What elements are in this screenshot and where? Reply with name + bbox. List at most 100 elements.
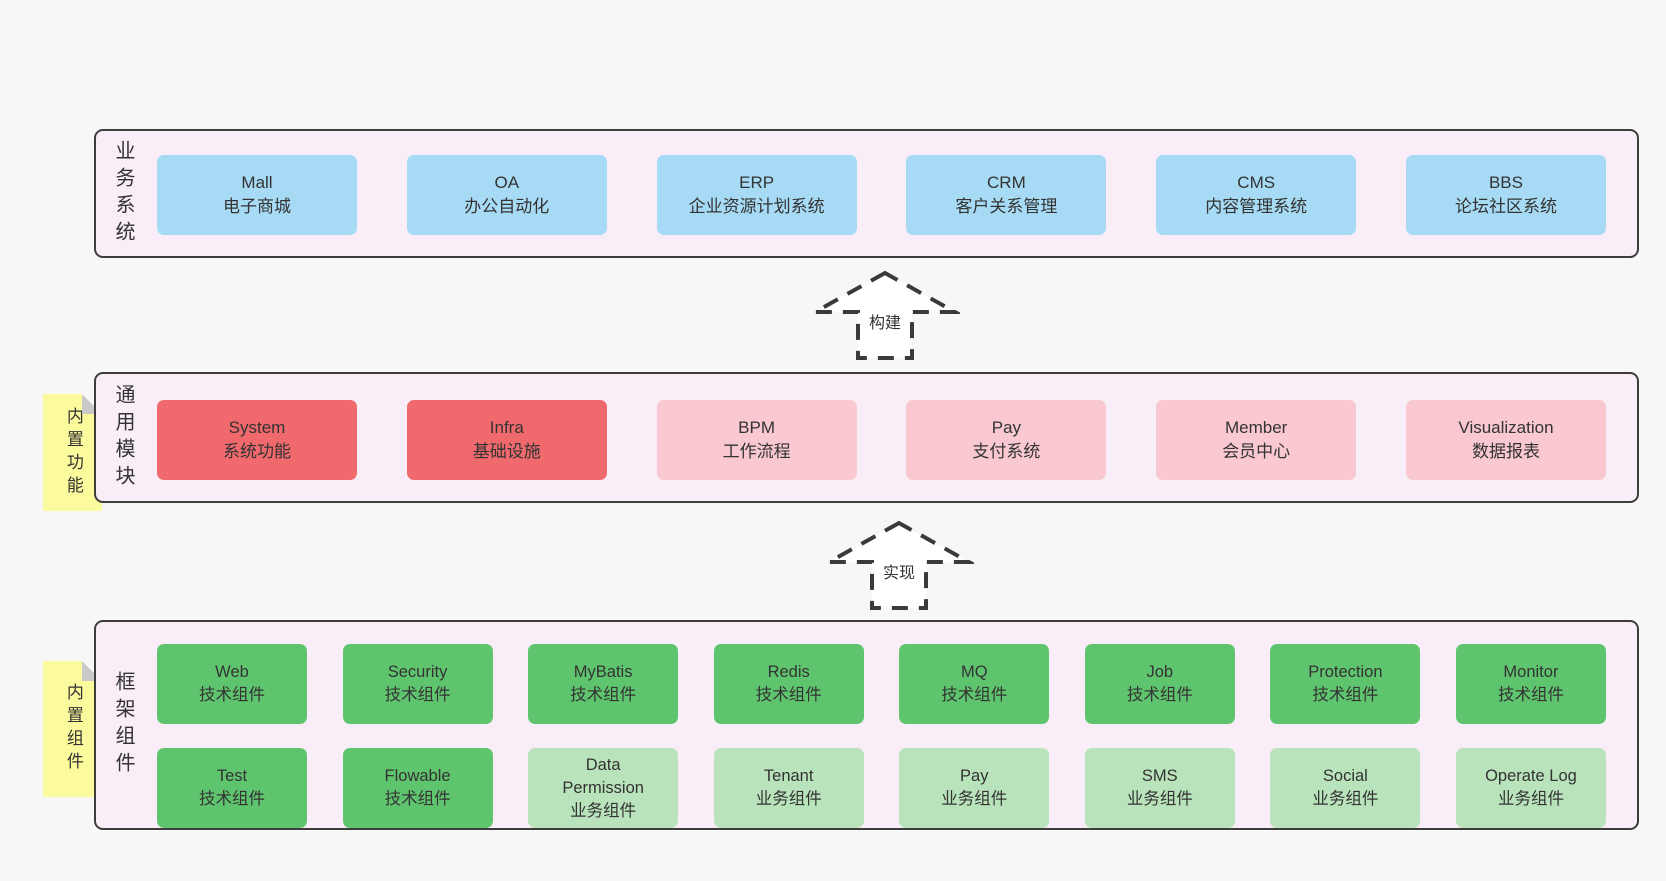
layer-common-modules-label: 通用模块 [112, 374, 134, 501]
box-title: OA [494, 173, 520, 192]
box-title: System [228, 418, 286, 437]
box-title: Social [1322, 767, 1368, 785]
box-subtitle: 技术组件 [755, 686, 822, 704]
arrow-implement: 实现 [824, 520, 974, 612]
box-subtitle: 技术组件 [1312, 686, 1379, 704]
box-tenant: Tenant 业务组件 [713, 748, 864, 828]
box-title: Monitor [1503, 663, 1559, 681]
box-title: Pay [960, 767, 989, 785]
box-monitor: Monitor 技术组件 [1455, 644, 1606, 724]
box-title: Protection [1308, 663, 1383, 681]
box-flowable: Flowable 技术组件 [342, 748, 493, 828]
box-sms: SMS 业务组件 [1084, 748, 1235, 828]
box-subtitle: 内容管理系统 [1205, 197, 1308, 216]
box-title: Visualization [1458, 418, 1554, 437]
layer-label-text: 通用模块 [112, 383, 134, 492]
box-subtitle: 客户关系管理 [955, 197, 1058, 216]
box-title: Operate Log [1485, 767, 1577, 785]
box-test: Test 技术组件 [157, 748, 307, 828]
box-social: Social 业务组件 [1270, 748, 1421, 828]
layer-label-text: 框架组件 [112, 671, 134, 779]
box-title: MyBatis [573, 663, 633, 681]
box-subtitle: 支付系统 [972, 442, 1041, 461]
box-protection: Protection 技术组件 [1270, 644, 1421, 724]
box-title: Pay [991, 418, 1022, 437]
common-modules-row: System 系统功能 Infra 基础设施 BPM 工作流程 Pay 支付系统… [157, 400, 1606, 480]
box-subtitle: 技术组件 [1497, 686, 1564, 704]
sticky-note-label: 内置功能 [63, 406, 83, 499]
box-subtitle: 技术组件 [570, 686, 637, 704]
box-subtitle: 业务组件 [755, 790, 822, 808]
box-title: Flowable [384, 767, 451, 785]
box-title: BPM [738, 418, 776, 437]
box-title: Member [1225, 418, 1288, 437]
arrow-implement-label: 实现 [877, 558, 921, 584]
box-web: Web 技术组件 [157, 644, 307, 724]
box-subtitle: 技术组件 [941, 686, 1008, 704]
box-subtitle: 技术组件 [384, 686, 451, 704]
box-data-permission: Data Permission 业务组件 [528, 748, 679, 828]
layer-common-modules: 通用模块 System 系统功能 Infra 基础设施 BPM 工作流程 Pay… [94, 372, 1639, 503]
box-title: Data Permission [562, 755, 644, 797]
box-title: Mall [241, 173, 273, 192]
box-erp: ERP 企业资源计划系统 [656, 155, 857, 235]
box-title: Test [216, 767, 248, 785]
box-title: Job [1146, 663, 1174, 681]
box-operate-log: Operate Log 业务组件 [1455, 748, 1606, 828]
box-job: Job 技术组件 [1084, 644, 1235, 724]
framework-components-row-2: Test 技术组件 Flowable 技术组件 Data Permission … [157, 748, 1606, 828]
business-systems-row: Mall 电子商城 OA 办公自动化 ERP 企业资源计划系统 CRM 客户关系… [157, 155, 1606, 235]
box-title: ERP [739, 173, 775, 192]
box-subtitle: 业务组件 [570, 801, 637, 820]
layer-framework-components-label: 框架组件 [112, 622, 134, 828]
box-title: Security [387, 663, 448, 681]
sticky-note-label: 内置组件 [63, 683, 83, 775]
box-title: MQ [960, 663, 988, 681]
box-title: BBS [1488, 173, 1523, 192]
box-redis: Redis 技术组件 [713, 644, 864, 724]
box-pay-component: Pay 业务组件 [899, 748, 1050, 828]
box-title: CRM [987, 173, 1026, 192]
box-title: Infra [489, 418, 524, 437]
box-bbs: BBS 论坛社区系统 [1405, 155, 1606, 235]
box-mybatis: MyBatis 技术组件 [528, 644, 679, 724]
box-pay-module: Pay 支付系统 [906, 400, 1107, 480]
box-subtitle: 技术组件 [199, 790, 265, 808]
layer-business-systems: 业务系统 Mall 电子商城 OA 办公自动化 ERP 企业资源计划系统 CRM… [94, 129, 1639, 258]
box-oa: OA 办公自动化 [406, 155, 607, 235]
box-security: Security 技术组件 [342, 644, 493, 724]
box-crm: CRM 客户关系管理 [906, 155, 1107, 235]
box-system: System 系统功能 [157, 400, 357, 480]
framework-components-row-1: Web 技术组件 Security 技术组件 MyBatis 技术组件 Redi… [157, 644, 1606, 724]
box-subtitle: 技术组件 [199, 686, 265, 704]
box-subtitle: 论坛社区系统 [1454, 197, 1557, 216]
box-cms: CMS 内容管理系统 [1156, 155, 1357, 235]
box-mq: MQ 技术组件 [899, 644, 1050, 724]
box-subtitle: 会员中心 [1222, 442, 1291, 461]
box-bpm: BPM 工作流程 [656, 400, 857, 480]
box-title: Tenant [763, 767, 814, 785]
layer-label-text: 业务系统 [112, 139, 134, 248]
arrow-build: 构建 [810, 270, 960, 362]
box-title: Redis [767, 663, 810, 681]
box-subtitle: 业务组件 [941, 790, 1008, 808]
box-subtitle: 技术组件 [384, 790, 451, 808]
box-visualization: Visualization 数据报表 [1405, 400, 1606, 480]
box-subtitle: 业务组件 [1497, 790, 1564, 808]
box-subtitle: 电子商城 [223, 197, 291, 216]
box-infra: Infra 基础设施 [406, 400, 607, 480]
layer-business-systems-label: 业务系统 [112, 131, 134, 256]
box-subtitle: 系统功能 [223, 442, 291, 461]
box-title: Web [215, 663, 249, 681]
box-subtitle: 业务组件 [1312, 790, 1379, 808]
box-subtitle: 业务组件 [1126, 790, 1193, 808]
layer-framework-components: 框架组件 Web 技术组件 Security 技术组件 MyBatis 技术组件… [94, 620, 1639, 830]
arrow-build-label: 构建 [863, 308, 907, 334]
box-subtitle: 企业资源计划系统 [688, 197, 825, 216]
box-subtitle: 数据报表 [1471, 442, 1540, 461]
box-title: CMS [1237, 173, 1276, 192]
box-mall: Mall 电子商城 [157, 155, 357, 235]
box-subtitle: 技术组件 [1126, 686, 1193, 704]
box-subtitle: 基础设施 [472, 442, 541, 461]
box-title: SMS [1141, 767, 1178, 785]
